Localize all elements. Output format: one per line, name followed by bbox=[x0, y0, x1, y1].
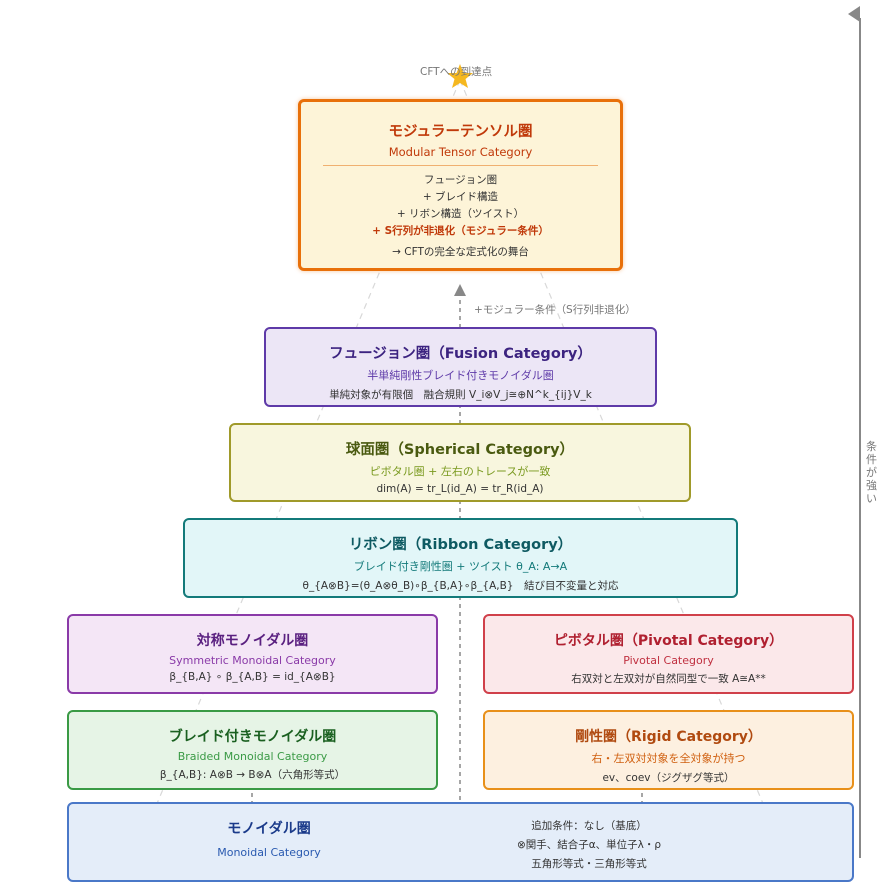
rigid-box[interactable]: 剛性圏（Rigid Category） 右・左双対対象を全対象が持つ ev、co… bbox=[483, 710, 854, 790]
braided-subtitle: Braided Monoidal Category bbox=[177, 750, 328, 763]
pivotal-subtitle: Pivotal Category bbox=[623, 654, 714, 667]
monoidal-title: モノイダル圏 bbox=[227, 821, 311, 837]
symmetric-box[interactable]: 対称モノイダル圏 Symmetric Monoidal Category β_{… bbox=[67, 614, 438, 694]
spherical-box[interactable]: 球面圏（Spherical Category） ピボタル圏 + 左右のトレースが… bbox=[229, 423, 691, 502]
spherical-title: 球面圏（Spherical Category） bbox=[345, 442, 575, 458]
modular-highlight: + S行列が非退化（モジュラー条件） bbox=[372, 225, 549, 237]
monoidal-details: 追加条件：なし（基底） ⊗関手、結合子α、単位子λ・ρ 五角形等式・三角形等式 bbox=[479, 818, 699, 871]
fusion-desc: 単純対象が有限個 融合規則 V_i⊗V_j≅⊕N^k_{ij}V_k bbox=[329, 389, 592, 401]
pivotal-title: ピボタル圏（Pivotal Category） bbox=[553, 633, 784, 649]
rigid-title: 剛性圏（Rigid Category） bbox=[575, 729, 762, 745]
spherical-subtitle: ピボタル圏 + 左右のトレースが一致 bbox=[369, 465, 551, 478]
modular-divider bbox=[323, 165, 598, 166]
spherical-desc: dim(A) = tr_L(id_A) = tr_R(id_A) bbox=[376, 483, 544, 495]
up-arrow-head bbox=[454, 284, 466, 296]
axis-label: 条件が強い bbox=[866, 440, 877, 505]
top-note: CFTへの到達点 bbox=[420, 66, 493, 78]
modular-condition-note: +モジュラー条件（S行列非退化） bbox=[474, 304, 636, 316]
symmetric-desc: β_{B,A} ∘ β_{A,B} = id_{A⊗B} bbox=[169, 671, 336, 683]
monoidal-line-3: 五角形等式・三角形等式 bbox=[531, 858, 647, 870]
pivotal-box[interactable]: ピボタル圏（Pivotal Category） Pivotal Category… bbox=[483, 614, 854, 694]
monoidal-box[interactable]: モノイダル圏 Monoidal Category 追加条件：なし（基底） ⊗関手… bbox=[67, 802, 854, 882]
ribbon-box[interactable]: リボン圏（Ribbon Category） ブレイド付き剛性圏 + ツイスト θ… bbox=[183, 518, 738, 598]
braided-title: ブレイド付きモノイダル圏 bbox=[168, 729, 337, 745]
modular-tensor-box[interactable]: モジュラーテンソル圏 Modular Tensor Category フュージョ… bbox=[298, 99, 623, 271]
rigid-desc: ev、coev（ジグザグ等式） bbox=[602, 772, 735, 784]
monoidal-subtitle: Monoidal Category bbox=[217, 846, 321, 859]
symmetric-title: 対称モノイダル圏 bbox=[196, 633, 309, 649]
star-icon bbox=[447, 64, 473, 88]
fusion-subtitle: 半単純剛性ブレイド付きモノイダル圏 bbox=[367, 369, 554, 382]
modular-line-2: + ブレイド構造 bbox=[422, 191, 499, 203]
rigid-subtitle: 右・左双対対象を全対象が持つ bbox=[591, 752, 746, 765]
ribbon-subtitle: ブレイド付き剛性圏 + ツイスト θ_A: A→A bbox=[353, 560, 568, 573]
fusion-box[interactable]: フュージョン圏（Fusion Category） 半単純剛性ブレイド付きモノイダ… bbox=[264, 327, 657, 407]
braided-box[interactable]: ブレイド付きモノイダル圏 Braided Monoidal Category β… bbox=[67, 710, 438, 790]
modular-line-1: フュージョン圏 bbox=[423, 174, 498, 186]
pivotal-desc: 右双対と左双対が自然同型で一致 A≅A** bbox=[571, 673, 766, 685]
ribbon-title: リボン圏（Ribbon Category） bbox=[348, 537, 573, 553]
monoidal-name-group: モノイダル圏 Monoidal Category bbox=[199, 818, 339, 859]
monoidal-line-2: ⊗関手、結合子α、単位子λ・ρ bbox=[516, 839, 662, 851]
symmetric-subtitle: Symmetric Monoidal Category bbox=[169, 654, 336, 667]
strength-axis-arrow bbox=[848, 6, 860, 22]
modular-subtitle: Modular Tensor Category bbox=[388, 145, 533, 159]
monoidal-line-1: 追加条件：なし（基底） bbox=[531, 820, 647, 832]
modular-line-3: + リボン構造（ツイスト） bbox=[396, 208, 525, 220]
ribbon-desc: θ_{A⊗B}=(θ_A⊗θ_B)∘β_{B,A}∘β_{A,B} 結び目不変量… bbox=[302, 580, 619, 592]
modular-result: → CFTの完全な定式化の舞台 bbox=[392, 246, 529, 258]
modular-title: モジュラーテンソル圏 bbox=[388, 124, 533, 140]
braided-desc: β_{A,B}: A⊗B → B⊗A（六角形等式） bbox=[159, 769, 346, 781]
fusion-title: フュージョン圏（Fusion Category） bbox=[329, 346, 592, 362]
